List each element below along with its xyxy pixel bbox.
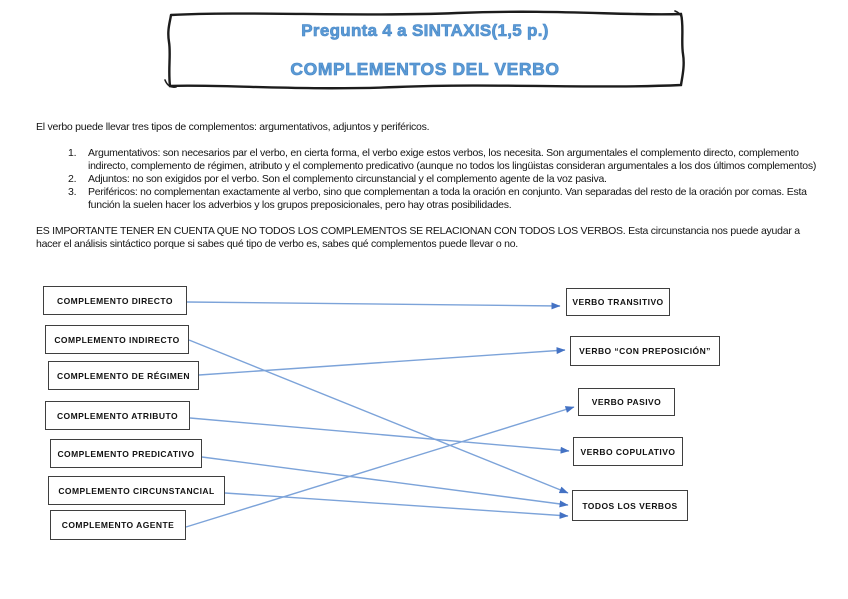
body-text: El verbo puede llevar tres tipos de comp… <box>36 121 824 251</box>
connector-predicativo-todos <box>201 456 569 508</box>
box-label: COMPLEMENTO CIRCUNSTANCIAL <box>58 485 215 496</box>
connector-directo-transitivo <box>186 301 561 310</box>
box-label: COMPLEMENTO ATRIBUTO <box>56 410 179 421</box>
title-line-2: COMPLEMENTOS DEL VERBO <box>290 59 560 80</box>
box-complemento-directo: COMPLEMENTO DIRECTO <box>43 286 187 315</box>
box-label: VERBO “CON PREPOSICIÓN” <box>579 346 711 356</box>
box-label: TODOS LOS VERBOS <box>582 500 678 511</box>
title-box: Pregunta 4 a SINTAXIS(1,5 p.) COMPLEMENT… <box>157 8 693 92</box>
list-item-number: 2. <box>68 173 77 185</box>
box-verbo-pasivo: VERBO PASIVO <box>578 388 675 416</box>
box-verbo-transitivo: VERBO TRANSITIVO <box>566 288 670 316</box>
box-label: COMPLEMENTO PREDICATIVO <box>57 448 195 459</box>
box-complemento-agente: COMPLEMENTO AGENTE <box>50 510 186 540</box>
box-label: COMPLEMENTO DIRECTO <box>57 295 173 306</box>
box-label: COMPLEMENTO AGENTE <box>61 520 175 530</box>
box-label: COMPLEMENTO DE RÉGIMEN <box>56 370 190 381</box>
box-complemento-circunstancial: COMPLEMENTO CIRCUNSTANCIAL <box>48 476 225 505</box>
numbered-list: 1. Argumentativos: son necesarios par el… <box>68 147 824 212</box>
note-paragraph: ES IMPORTANTE TENER EN CUENTA QUE NO TOD… <box>36 225 800 250</box>
list-item-text: Argumentativos: son necesarios par el ve… <box>88 147 817 172</box>
box-complemento-de-regimen: COMPLEMENTO DE RÉGIMEN <box>48 361 199 390</box>
sketchy-border-icon <box>164 10 685 90</box>
list-item: 3. Periféricos: no complementan exactame… <box>68 186 824 212</box>
list-item-number: 3. <box>68 186 77 198</box>
title-line-1: Pregunta 4 a SINTAXIS(1,5 p.) <box>301 21 549 41</box>
list-item-number: 1. <box>68 147 77 159</box>
connector-atributo-copulativo <box>189 417 570 454</box>
box-todos-los-verbos: TODOS LOS VERBOS <box>572 490 688 521</box>
list-item: 1. Argumentativos: son necesarios par el… <box>68 147 824 173</box>
box-complemento-indirecto: COMPLEMENTO INDIRECTO <box>45 325 189 354</box>
list-item-text: Adjuntos: no son exigidos por el verbo. … <box>88 173 607 185</box>
box-complemento-atributo: COMPLEMENTO ATRIBUTO <box>45 401 190 430</box>
intro-paragraph: El verbo puede llevar tres tipos de comp… <box>36 121 430 133</box>
list-item: 2. Adjuntos: no son exigidos por el verb… <box>68 173 824 186</box>
box-label: VERBO COPULATIVO <box>580 446 676 457</box>
box-verbo-con-preposicion: VERBO “CON PREPOSICIÓN” <box>570 336 720 366</box>
list-item-text: Periféricos: no complementan exactamente… <box>88 186 807 211</box>
connector-agente-pasivo <box>185 406 575 528</box>
box-label: VERBO PASIVO <box>591 397 662 407</box>
box-verbo-copulativo: VERBO COPULATIVO <box>573 437 683 466</box>
box-label: VERBO TRANSITIVO <box>572 297 664 307</box>
box-label: COMPLEMENTO INDIRECTO <box>54 334 180 345</box>
connector-regimen-preposicion <box>198 347 566 376</box>
box-complemento-predicativo: COMPLEMENTO PREDICATIVO <box>50 439 202 468</box>
connector-indirecto-todos <box>188 339 569 494</box>
connector-circunstancial-todos <box>224 492 569 519</box>
